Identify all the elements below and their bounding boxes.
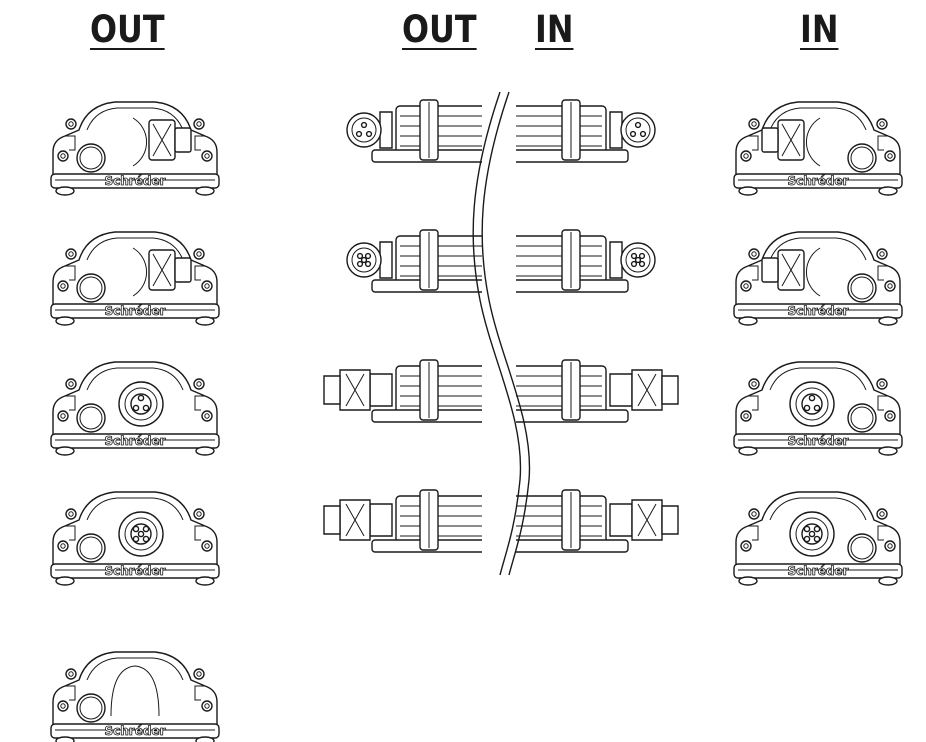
header-left-out: OUT [90,8,165,51]
brand-label: Schréder [787,434,848,448]
brand-label: Schréder [104,174,165,188]
socket-3pin-out: Schréder [50,361,220,456]
brand-label: Schréder [104,304,165,318]
cable-3pin-socket-to-socket [346,98,656,164]
blank-cap-out: Schréder [50,651,220,742]
cable-5pin-socket-to-socket [346,228,656,294]
plug-housing-out: Schréder [50,101,220,196]
center-column-cables [323,98,679,554]
brand-label: Schréder [787,564,848,578]
cable-break-line-2 [481,91,531,576]
plug-housing-in: Schréder [733,231,903,326]
socket-5pin-out: Schréder [50,491,220,586]
header-center-in: IN [535,8,574,51]
socket-3pin-in: Schréder [733,361,903,456]
plug-housing-in: Schréder [733,101,903,196]
brand-label: Schréder [104,724,165,738]
plug-housing-out: Schréder [50,231,220,326]
brand-label: Schréder [787,174,848,188]
brand-label: Schréder [787,304,848,318]
cable-plug-to-plug [323,358,679,424]
brand-label: Schréder [104,564,165,578]
header-center-out: OUT [402,8,477,51]
cable-break-line [472,91,522,576]
header-right-in: IN [800,8,839,51]
brand-label: Schréder [104,434,165,448]
socket-5pin-in: Schréder [733,491,903,586]
cable-plug-to-plug [323,488,679,554]
